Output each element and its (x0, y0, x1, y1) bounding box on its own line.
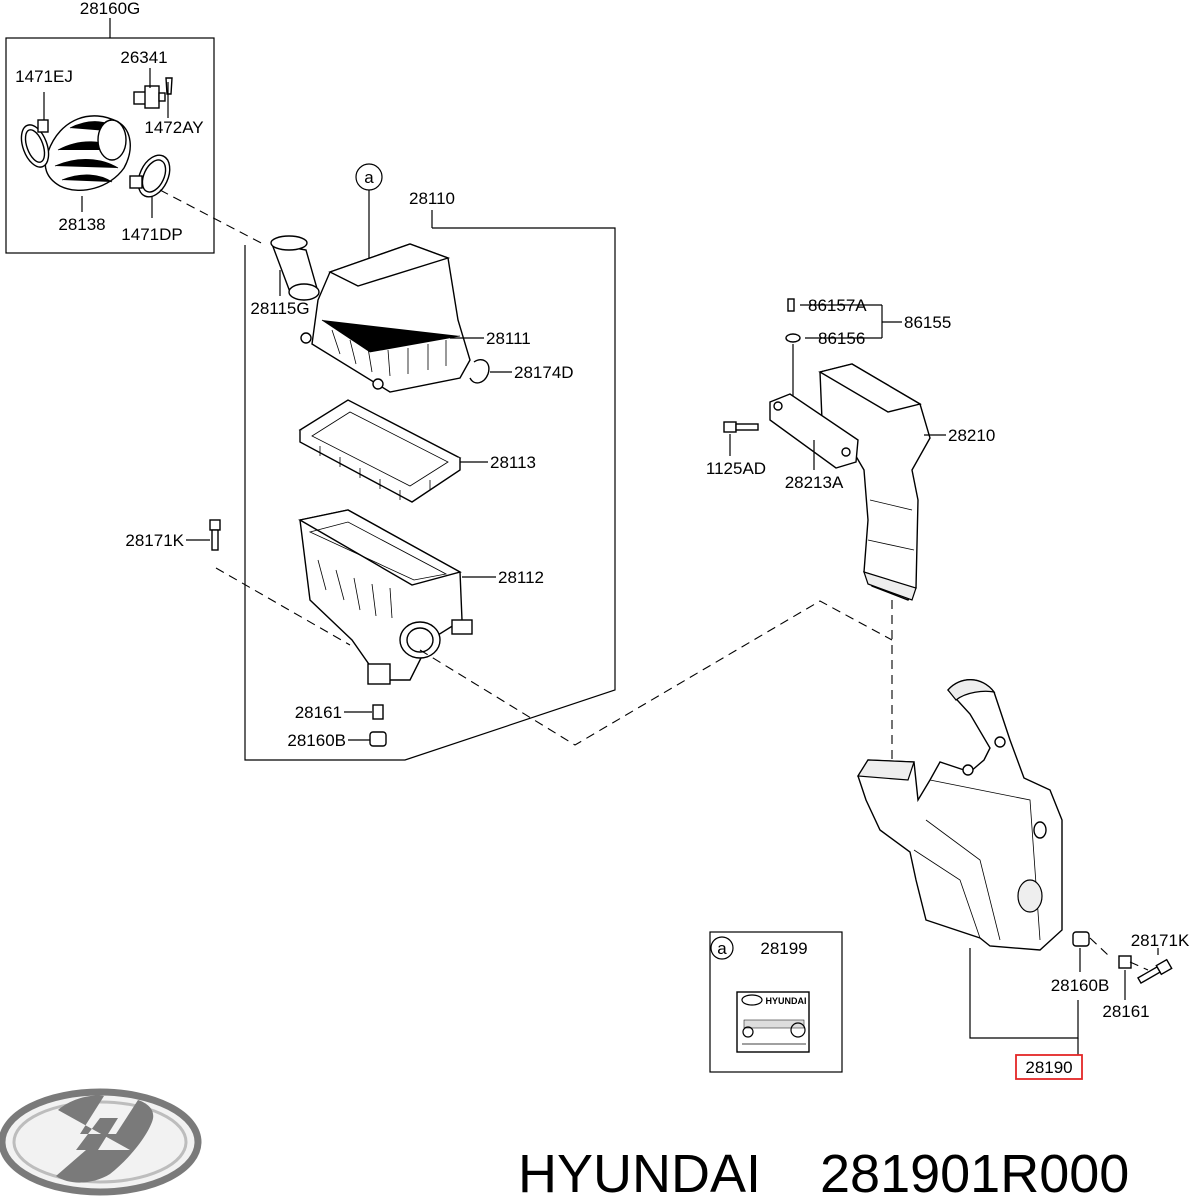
label-28161-left: 28161 (295, 703, 342, 722)
label-28171k-left: 28171K (125, 531, 184, 550)
label-28160b-right: 28160B (1051, 976, 1110, 995)
sticker-brand: HYUNDAI (765, 996, 806, 1006)
label-86155: 86155 (904, 313, 951, 332)
label-28115g: 28115G (250, 299, 309, 318)
label-86156: 86156 (818, 329, 865, 348)
label-28110: 28110 (409, 189, 455, 208)
air-filter-28113 (298, 399, 462, 503)
grommet-28160b-right (1072, 931, 1090, 947)
bolt-28171k-left (209, 519, 221, 551)
reference-circle-a-label (710, 936, 734, 960)
air-cleaner-body-28112 (298, 509, 473, 685)
label-28199: 28199 (760, 939, 807, 958)
callout-labels: 28160G 26341 1471EJ 1472AY 28138 1471DP … (15, 0, 1190, 1080)
label-28160b-left: 28160B (287, 731, 346, 750)
label-28160g: 28160G (80, 0, 141, 18)
highlight-box-28190 (1015, 1054, 1083, 1080)
label-28213a: 28213A (785, 473, 844, 492)
bush-28161-left (372, 704, 384, 720)
resonator-28190 (856, 679, 1063, 951)
label-28111: 28111 (486, 329, 531, 348)
label-28171k-right: 28171K (1131, 931, 1190, 950)
bolt-1125ad (723, 421, 759, 433)
label-1125ad: 1125AD (706, 459, 766, 478)
grommet-28160b-left (369, 731, 387, 747)
group-86155 (785, 298, 902, 398)
screw-86157a (787, 298, 795, 312)
footer-brand: HYUNDAI (518, 1144, 761, 1200)
label-28112: 28112 (498, 568, 544, 587)
clip-28174d (469, 358, 490, 384)
label-28113: 28113 (490, 453, 536, 472)
label-a-top: a (364, 168, 374, 187)
bush-28161-right (1118, 955, 1132, 969)
bracket-28213a (769, 393, 859, 469)
duct-28115g (270, 235, 320, 301)
group-28110 (244, 163, 616, 761)
hose-clamp-1471ej (20, 119, 50, 168)
label-28161-right: 28161 (1102, 1002, 1149, 1021)
air-cleaner-cover-28111 (300, 243, 471, 393)
label-a-sticker: a (717, 939, 727, 958)
sticker-box-28199 (709, 931, 843, 1073)
footer-part-number: 281901R000 (820, 1144, 1129, 1200)
hyundai-logo-icon (0, 1088, 202, 1196)
hose-clamp-1471dp (129, 154, 171, 198)
sensor-26341 (133, 77, 173, 109)
label-26341: 26341 (120, 48, 167, 67)
air-duct-28210 (818, 363, 931, 601)
label-28174d: 28174D (514, 363, 574, 382)
label-28210: 28210 (948, 426, 995, 445)
label-28190: 28190 (1025, 1058, 1072, 1077)
label-86157a: 86157A (808, 296, 867, 315)
label-1472ay: 1472AY (144, 118, 203, 137)
group-28160g (5, 18, 215, 254)
label-1471dp: 1471DP (121, 225, 182, 244)
label-1471ej: 1471EJ (15, 67, 73, 86)
label-28138: 28138 (58, 215, 105, 234)
bolt-28171k-right (1137, 958, 1173, 985)
intake-hose-28138 (44, 115, 131, 191)
washer-86156 (785, 333, 801, 343)
